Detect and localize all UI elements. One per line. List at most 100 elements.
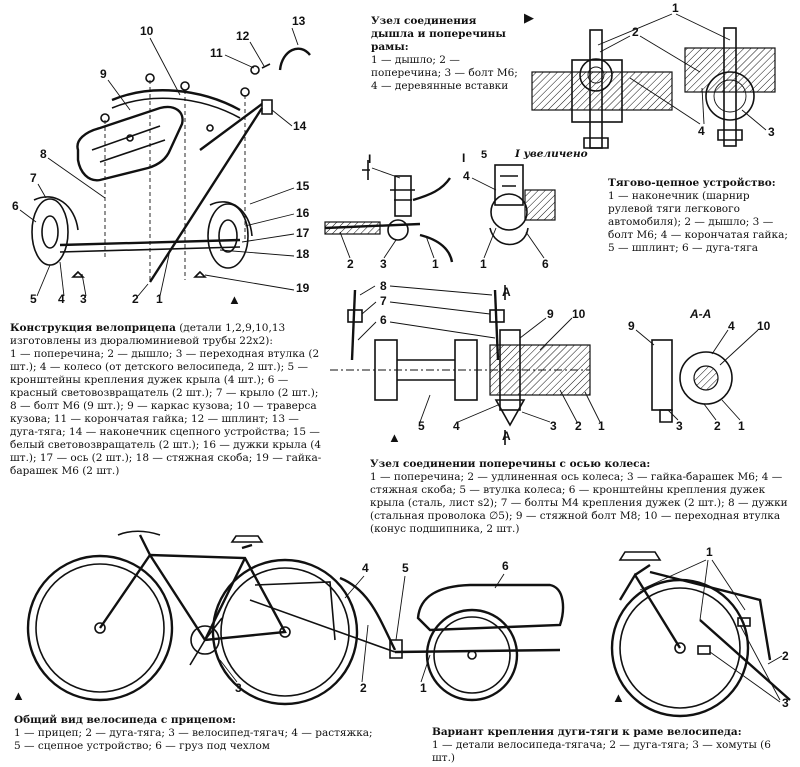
hitch-zoom-text: увеличено [523,148,588,160]
svg-text:8: 8 [380,279,387,293]
svg-text:3: 3 [550,419,557,433]
svg-text:9: 9 [100,67,107,81]
svg-text:1: 1 [672,1,679,15]
svg-text:7: 7 [30,171,37,185]
trailer-exploded-labels: 13 10 11 12 9 14 8 7 6 15 16 17 18 19 5 … [12,14,310,306]
axle-joint-legend: 1 — поперечина; 2 — удлиненная ось колес… [370,471,788,535]
svg-text:6: 6 [380,313,387,327]
variant-caption: Вариант крепления дуги-тяги к раме велос… [432,726,796,765]
svg-text:1: 1 [706,545,713,559]
general-view-labels: 4 5 6 3 2 1 [219,559,509,695]
svg-text:5: 5 [30,292,37,306]
svg-text:1: 1 [480,257,487,271]
svg-text:2: 2 [782,649,789,663]
variant-drawing [610,551,791,718]
trailer-construction-title: Конструкция велоприцепа [10,322,176,334]
svg-text:4: 4 [728,319,735,333]
variant-title: Вариант крепления дуги-тяги к раме велос… [432,726,742,738]
trailer-construction-marker: ▲ [228,292,241,307]
svg-text:3: 3 [782,696,789,710]
hitch-caption: Тягово-цепное устройство: 1 — наконечник… [608,177,788,255]
svg-text:5: 5 [402,561,409,575]
svg-text:3: 3 [235,681,242,695]
svg-text:6: 6 [502,559,509,573]
svg-text:I: I [368,152,371,166]
svg-text:1: 1 [598,419,605,433]
drawbar-joint-caption: Узел соединения дышла и поперечины рамы:… [371,15,521,93]
drawbar-joint-legend: 1 — дышло; 2 — поперечина; 3 — болт М6; … [371,54,518,92]
general-view-title: Общий вид велосипеда с прицепом: [14,714,236,726]
svg-text:10: 10 [572,307,586,321]
variant-labels: 1 2 3 [639,545,789,710]
svg-text:9: 9 [547,307,554,321]
axle-joint-marker: ▲ [388,430,401,445]
svg-text:15: 15 [296,179,310,193]
svg-text:6: 6 [12,199,19,213]
svg-text:11: 11 [210,46,223,60]
svg-text:2: 2 [714,419,721,433]
svg-text:5: 5 [481,149,487,161]
svg-text:4: 4 [463,169,470,183]
svg-text:8: 8 [40,147,47,161]
svg-text:7: 7 [380,294,387,308]
svg-text:2: 2 [575,419,582,433]
drawbar-joint-labels: 1 2 3 4 [597,1,775,139]
axle-joint-labels: 8 7 6 9 10 4 5 3 2 1 А А А-А 9 4 10 3 2 … [357,279,771,443]
svg-text:1: 1 [738,419,745,433]
hitch-zoom-note: I увеличено [515,148,588,161]
hitch-title: Тягово-цепное устройство: [608,177,776,189]
general-view-caption: Общий вид велосипеда с прицепом: 1 — при… [14,714,374,753]
svg-text:2: 2 [632,25,639,39]
svg-text:1: 1 [432,257,439,271]
svg-text:3: 3 [676,419,683,433]
svg-text:1: 1 [420,681,427,695]
hitch-drawing [324,160,556,263]
svg-text:2: 2 [360,681,367,695]
hitch-labels: I I 4 5 2 3 1 1 6 [339,149,549,271]
general-view-drawing [26,530,565,706]
general-view-legend: 1 — прицеп; 2 — дуга-тяга; 3 — велосипед… [14,727,373,752]
drawbar-joint-drawing [531,27,776,149]
svg-text:1: 1 [156,292,163,306]
axle-joint-title: Узел соединении поперечины с осью колеса… [370,458,651,470]
trailer-construction-title-rest: (детали 1,2,9,10,13 изготовлены из дюрал… [10,322,286,347]
svg-text:5: 5 [418,419,425,433]
hitch-section-mark: I [515,148,520,160]
svg-text:14: 14 [293,119,307,133]
svg-text:2: 2 [132,292,139,306]
svg-text:19: 19 [296,281,310,295]
axle-joint-drawing [330,285,733,445]
svg-text:А: А [502,285,511,299]
svg-text:16: 16 [296,206,310,220]
svg-text:4: 4 [58,292,65,306]
hitch-legend: 1 — наконечник (шарнир рулевой тяги легк… [608,190,788,254]
svg-text:4: 4 [453,419,460,433]
drawbar-joint-marker: ▶ [524,10,534,25]
trailer-construction-legend: 1 — поперечина; 2 — дышло; 3 — переходна… [10,348,322,477]
svg-text:10: 10 [140,24,154,38]
trailer-exploded-view [31,47,311,283]
svg-text:12: 12 [236,29,250,43]
svg-text:А: А [502,429,511,443]
svg-text:2: 2 [347,257,354,271]
trailer-construction-caption: Конструкция велоприцепа (детали 1,2,9,10… [10,322,322,478]
svg-text:10: 10 [757,319,771,333]
svg-text:4: 4 [362,561,369,575]
svg-text:3: 3 [80,292,87,306]
variant-legend: 1 — детали велосипеда-тягача; 2 — дуга-т… [432,739,771,764]
variant-marker: ▲ [612,690,625,705]
svg-text:13: 13 [292,14,306,28]
general-view-marker: ▲ [12,688,25,703]
svg-text:18: 18 [296,247,310,261]
drawbar-joint-title: Узел соединения дышла и поперечины рамы: [371,15,506,53]
svg-text:9: 9 [628,319,635,333]
svg-text:А-А: А-А [689,307,711,321]
svg-text:17: 17 [296,226,310,240]
svg-text:4: 4 [698,124,705,138]
svg-text:3: 3 [380,257,387,271]
axle-joint-caption: Узел соединении поперечины с осью колеса… [370,458,790,536]
svg-text:6: 6 [542,257,549,271]
svg-text:3: 3 [768,125,775,139]
svg-text:I: I [462,151,465,165]
